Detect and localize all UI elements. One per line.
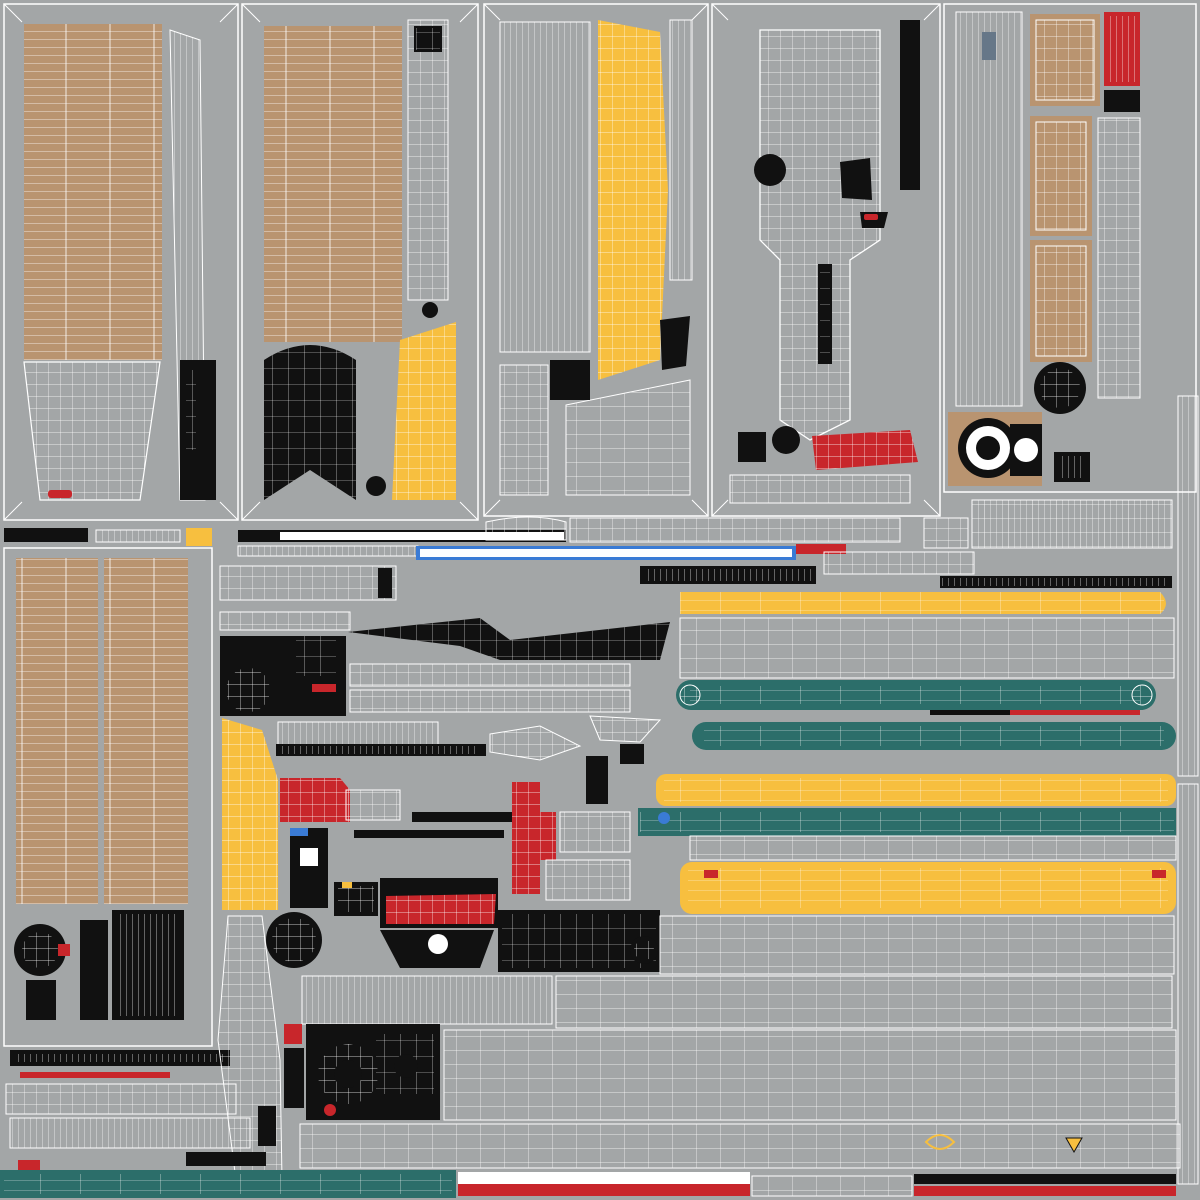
fuselage-top-outline [759,29,881,441]
tube-teal-2 [692,722,1176,750]
panel-gear-housing [258,1024,440,1146]
panel-red-assembly [266,778,660,972]
bottom-strips [0,1083,1176,1198]
tube-gray [689,835,1177,861]
long-strip-row [4,499,1173,588]
panel-fuselage-top [711,3,941,517]
emblem-mark [924,1134,956,1150]
tube-yellow-3 [680,862,1176,914]
tube-teal-1 [676,680,1156,715]
tube-teal-3 [638,808,1176,836]
tube-yellow-2 [656,774,1176,806]
panel-engine-parts [219,565,670,804]
panel-wing-right [3,547,230,1078]
tube-yellow-1 [679,592,1175,679]
panel-floor-grid [299,915,1181,1169]
panel-fuselage-side [483,3,709,517]
right-edge-strip [1177,395,1199,1185]
wing-root-outline [23,361,161,501]
panel-wing-left-b [241,3,479,521]
panel-cockpit-details [943,3,1197,493]
panel-wing-left-a [3,3,239,521]
